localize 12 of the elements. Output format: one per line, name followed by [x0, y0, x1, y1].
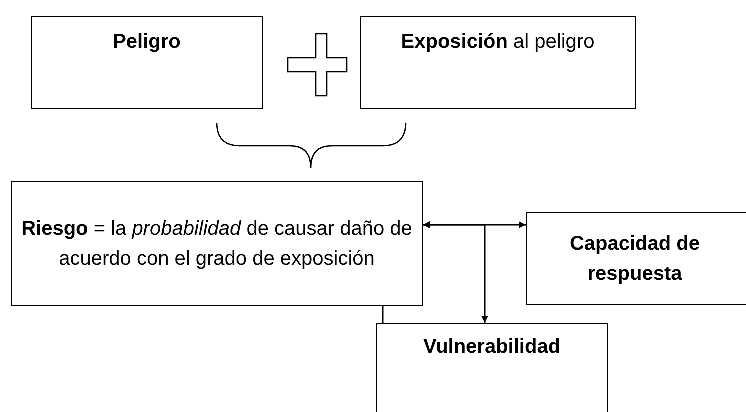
- arrow: [423, 224, 488, 323]
- box-label: Vulnerabilidad: [423, 335, 561, 360]
- text-box: [31, 16, 263, 109]
- box-label: Riesgo = la probabilidad de causar daño de acuerdo con el grado de exposición: [20, 216, 414, 272]
- text-box: [376, 323, 608, 412]
- text-box: [11, 181, 423, 306]
- text-box: [360, 16, 636, 109]
- box-label: Capacidad de respuesta: [568, 232, 702, 286]
- box-label: Peligro: [113, 30, 181, 55]
- text-box: [526, 212, 746, 305]
- arrow: [423, 222, 526, 228]
- box-label: Exposición al peligro: [401, 30, 595, 55]
